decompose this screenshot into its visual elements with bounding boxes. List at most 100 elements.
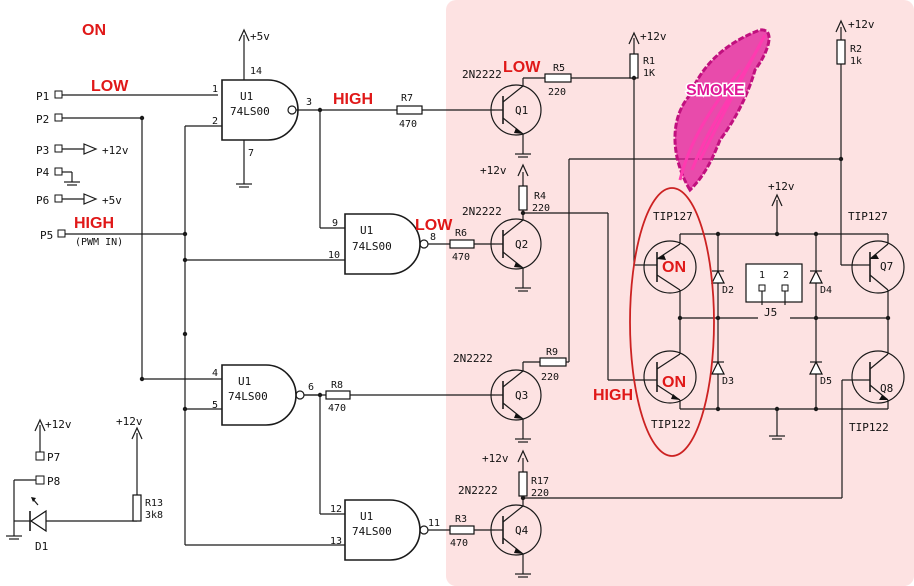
transistor-q1: Q1 2N2222 xyxy=(462,68,542,158)
gate4-name: U1 xyxy=(360,510,373,523)
q2-label: Q2 xyxy=(515,238,528,251)
r9-label: R9 xyxy=(546,347,558,358)
highlight-ring xyxy=(629,187,715,457)
resistor-r2 xyxy=(836,39,846,65)
gate2-part: 74LS00 xyxy=(352,240,392,253)
r1-value: 1K xyxy=(643,68,655,79)
gate4-pin-a: 12 xyxy=(330,504,342,515)
r4-value: 220 xyxy=(532,203,550,214)
diode-d3: D3 xyxy=(711,318,734,409)
r13-label: R13 xyxy=(145,498,163,509)
gate4-pin-b: 13 xyxy=(330,536,342,547)
annotation-p1-low: LOW xyxy=(91,78,129,95)
r2-value: 1k xyxy=(850,56,862,67)
p8-label: P8 xyxy=(47,475,60,488)
gate2-name: U1 xyxy=(360,224,373,237)
d5-label: D5 xyxy=(820,376,832,387)
transistor-tip127-left: TIP127 xyxy=(643,210,697,294)
pin7-label: 7 xyxy=(248,148,254,159)
q4-supply: +12v xyxy=(482,452,509,465)
r8-label: R8 xyxy=(331,380,343,391)
r5-value: 220 xyxy=(548,87,566,98)
resistor-r17 xyxy=(518,471,528,497)
port-p5-label: P5 xyxy=(40,229,53,242)
gate3-part: 74LS00 xyxy=(228,390,268,403)
tip127-right-type: TIP127 xyxy=(848,210,888,223)
q3-type: 2N2222 xyxy=(453,352,493,365)
resistor-r13 xyxy=(132,494,142,522)
gate2-pin-b: 10 xyxy=(328,250,340,261)
led-indicator: +12v P7 P8 D1 +12v R13 3k8 xyxy=(6,415,163,553)
annotation-on-top: ON xyxy=(82,22,106,39)
annotation-gate3-high: HIGH xyxy=(333,91,373,108)
r3-value: 470 xyxy=(450,538,468,549)
port-p3-voltage: +12v xyxy=(102,144,129,157)
q4-label: Q4 xyxy=(515,524,529,537)
transistor-q8: Q8 TIP122 xyxy=(849,350,905,434)
diode-d5: D5 xyxy=(809,318,832,409)
gate1-name: U1 xyxy=(240,90,253,103)
h-bridge: +12v xyxy=(677,180,891,440)
gate3-name: U1 xyxy=(238,375,251,388)
ports: P1 P2 P3 +12v P4 P6 +5v P5 (PWM IN) xyxy=(36,90,218,248)
j5-pin2: 2 xyxy=(783,270,789,281)
annotation-smoke: SMOKE xyxy=(686,82,745,99)
q2-supply: +12v xyxy=(480,164,507,177)
base-resistors: R7 470 R6 470 R8 470 R3 470 xyxy=(304,93,495,549)
j5-label: J5 xyxy=(764,306,777,319)
resistor-r6 xyxy=(449,239,475,249)
r8-value: 470 xyxy=(328,403,346,414)
transistor-tip122-left: TIP122 xyxy=(643,350,697,431)
r7-value: 470 xyxy=(399,119,417,130)
u1-power: +5v 14 7 xyxy=(236,28,270,188)
r7-label: R7 xyxy=(401,93,413,104)
r17-value: 220 xyxy=(531,488,549,499)
gate4-part: 74LS00 xyxy=(352,525,392,538)
r6-label: R6 xyxy=(455,228,467,239)
annotation-q3-high: HIGH xyxy=(593,387,633,404)
diode-d4: D4 xyxy=(809,234,832,318)
gate1-pin-a: 1 xyxy=(212,84,218,95)
resistor-r8 xyxy=(325,390,351,400)
gate1-pin-b: 2 xyxy=(212,116,218,127)
port-p6-voltage: +5v xyxy=(102,194,122,207)
annotations: ON LOW HIGH HIGH LOW LOW HIGH ON ON SMOK… xyxy=(74,22,771,457)
r5-label: R5 xyxy=(553,63,565,74)
q8-label: Q8 xyxy=(880,382,893,395)
port-p1-label: P1 xyxy=(36,90,49,103)
pin14-label: 14 xyxy=(250,66,262,77)
p7-label: P7 xyxy=(47,451,60,464)
gate1-part: 74LS00 xyxy=(230,105,270,118)
transistor-q7: Q7 TIP127 xyxy=(848,210,905,294)
q3-label: Q3 xyxy=(515,389,528,402)
d2-label: D2 xyxy=(722,285,734,296)
connector-j5: 1 2 J5 xyxy=(745,263,803,321)
j5-pin1: 1 xyxy=(759,270,765,281)
vcc5-label: +5v xyxy=(250,30,270,43)
gate1-pin-o: 3 xyxy=(306,97,312,108)
tip127-left-type: TIP127 xyxy=(653,210,693,223)
resistor-r4 xyxy=(518,185,528,211)
tip122-right-type: TIP122 xyxy=(849,421,889,434)
resistor-r5 xyxy=(544,73,572,83)
gate4-pin-o: 11 xyxy=(428,518,440,529)
r13-value: 3k8 xyxy=(145,510,163,521)
port-p6-label: P6 xyxy=(36,194,49,207)
gate-u1c: U1 74LS00 4 5 6 xyxy=(212,364,314,426)
annotation-tip127-on: ON xyxy=(662,259,686,276)
annotation-tip122-on: ON xyxy=(662,374,686,391)
r2-supply: +12v xyxy=(848,18,875,31)
port-p5-note: (PWM IN) xyxy=(75,237,123,248)
diode-d2: D2 xyxy=(711,234,734,318)
gate3-pin-a: 4 xyxy=(212,368,218,379)
gate2-pin-o: 8 xyxy=(430,232,436,243)
transistor-q2: Q2 2N2222 xyxy=(462,205,542,292)
annotation-p5-high: HIGH xyxy=(74,215,114,232)
annotation-gate8-low: LOW xyxy=(415,217,453,234)
bridge-supply: +12v xyxy=(768,180,795,193)
d1-label: D1 xyxy=(35,540,48,553)
annotation-q1-low: LOW xyxy=(503,59,541,76)
logic-wiring xyxy=(139,107,345,546)
r6-value: 470 xyxy=(452,252,470,263)
